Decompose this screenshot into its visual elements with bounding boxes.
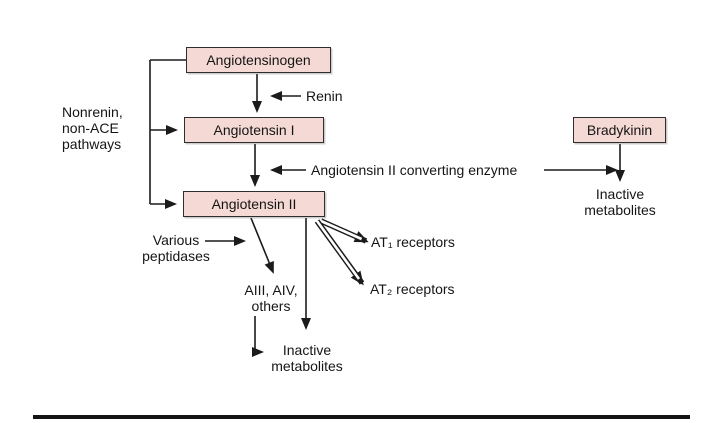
double-arrow-to-at2-receptors [314,219,365,286]
angiotensin-i-box: Angiotensin I [184,117,324,143]
arrow-aiii-to-inactive-metabolites [252,316,264,357]
page-edge-line [33,415,690,419]
inactive-metabolites-right-label: Inactive metabolites [584,186,656,218]
converting-enzyme-label: Angiotensin II converting enzyme [311,162,518,178]
angiotensin-ii-box: Angiotensin II [183,191,325,217]
various-peptidases-label: Various peptidases [142,232,210,264]
renin-label: Renin [306,88,343,104]
arrow-angiotensin-ii-to-aiii [250,217,274,274]
at1-receptors-label: AT₁ receptors [371,234,455,250]
bradykinin-box: Bradykinin [573,117,666,143]
inactive-metabolites-bottom-label: Inactive metabolites [271,342,343,374]
angiotensinogen-box: Angiotensinogen [186,47,331,73]
nonrenin-pathway-bracket [149,59,186,209]
aiii-aiv-others-label: AIII, AIV, others [244,282,298,314]
double-arrow-to-at1-receptors [319,218,369,244]
at2-receptors-label: AT₂ receptors [370,281,455,297]
nonrenin-pathways-label: Nonrenin, non-ACE pathways [62,104,123,152]
